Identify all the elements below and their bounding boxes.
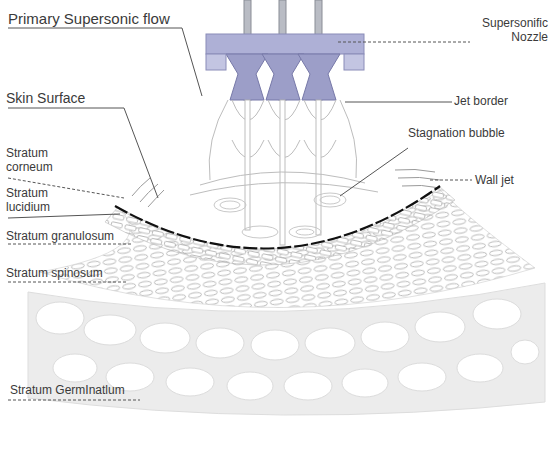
jet-flow xyxy=(190,100,378,245)
nozzle-label: Supersonific Nozzle xyxy=(452,16,548,44)
layer-label: Stratum granulosum xyxy=(6,229,156,243)
bubble-label: Stagnation bubble xyxy=(408,126,548,140)
supersonic-nozzle xyxy=(206,34,364,100)
surface-label: Skin Surface xyxy=(6,90,146,106)
flow-label: Primary Supersonic flow xyxy=(8,10,208,27)
skin-surface-line xyxy=(115,186,440,248)
leader-lines xyxy=(8,28,472,400)
wall-jet-label: Wall jet xyxy=(475,173,551,187)
layer-label: Stratum lucidium xyxy=(6,186,76,214)
layer-label: Stratum corneum xyxy=(6,146,76,174)
stagnation-bubble xyxy=(214,193,346,238)
layer-label: Stratum spinosum xyxy=(6,266,156,280)
wall-jet xyxy=(132,169,440,207)
layer-label: Stratum GermInatlum xyxy=(10,383,210,397)
jet-border-label: Jet border xyxy=(454,94,550,108)
